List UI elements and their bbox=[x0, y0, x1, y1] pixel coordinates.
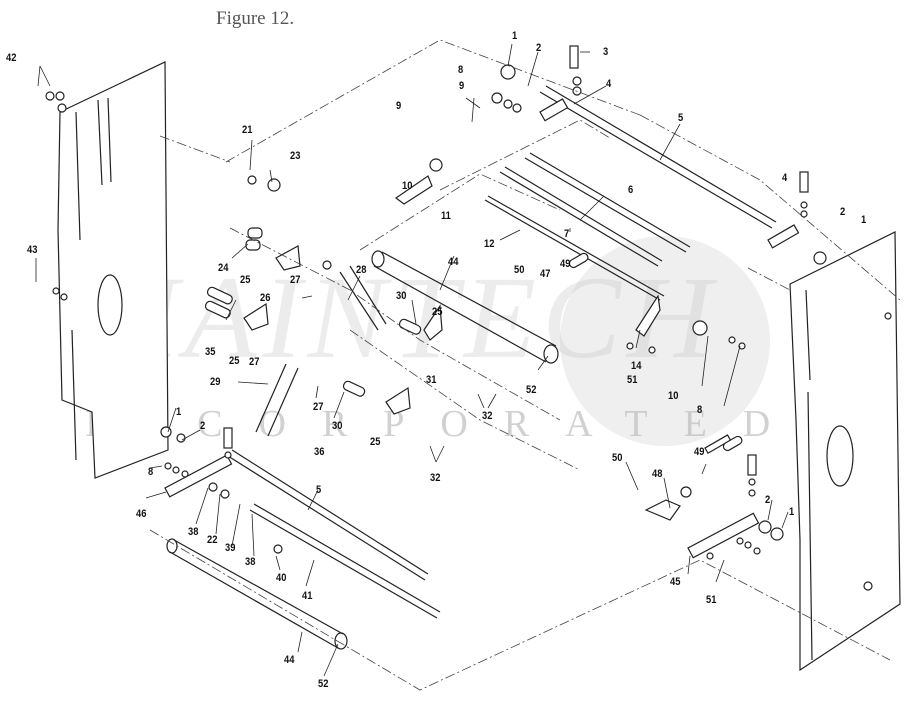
air-cylinders bbox=[255, 265, 387, 437]
callout-29: 29 bbox=[210, 376, 221, 388]
callout-40: 40 bbox=[276, 572, 287, 584]
callout-30a: 30 bbox=[396, 290, 407, 302]
callout-32a: 32 bbox=[482, 410, 493, 422]
callout-2d: 2 bbox=[765, 494, 771, 506]
callout-10b: 10 bbox=[668, 390, 679, 402]
callout-4: 4 bbox=[606, 78, 612, 90]
callout-25d: 25 bbox=[370, 436, 381, 448]
callout-46: 46 bbox=[136, 508, 147, 520]
callout-51b: 51 bbox=[706, 594, 717, 606]
callout-5b: 5 bbox=[316, 484, 322, 496]
callout-22: 22 bbox=[207, 534, 218, 546]
callout-44a: 44 bbox=[448, 256, 459, 268]
rods-6-7-12 bbox=[484, 152, 691, 301]
callout-10: 10 bbox=[402, 180, 413, 192]
roller-44-upper bbox=[371, 250, 559, 364]
callout-35: 35 bbox=[205, 346, 216, 358]
callout-21: 21 bbox=[242, 124, 253, 136]
callout-2: 2 bbox=[536, 42, 542, 54]
callout-50b: 50 bbox=[612, 452, 623, 464]
callout-52a: 52 bbox=[526, 384, 537, 396]
callout-31: 31 bbox=[426, 374, 437, 386]
callout-1c: 1 bbox=[176, 406, 182, 418]
callout-4b: 4 bbox=[782, 172, 788, 184]
callout-8b: 8 bbox=[697, 404, 703, 416]
callout-52b: 52 bbox=[318, 678, 329, 690]
mounting-brackets bbox=[243, 175, 661, 415]
callout-2c: 2 bbox=[200, 420, 206, 432]
upper-shaft-5 bbox=[539, 85, 800, 249]
callout-1: 1 bbox=[512, 30, 518, 42]
callout-28: 28 bbox=[356, 264, 367, 276]
callout-43: 43 bbox=[27, 244, 38, 256]
callout-25a: 25 bbox=[240, 274, 251, 286]
callout-36: 36 bbox=[314, 446, 325, 458]
callout-39: 39 bbox=[225, 542, 236, 554]
callout-26: 26 bbox=[260, 292, 271, 304]
callout-12: 12 bbox=[484, 238, 495, 250]
callout-14: 14 bbox=[631, 360, 642, 372]
callout-41: 41 bbox=[302, 590, 313, 602]
left-side-plate bbox=[57, 61, 169, 479]
right-side-plate bbox=[789, 231, 901, 672]
callout-1d: 1 bbox=[789, 506, 795, 518]
callout-30b: 30 bbox=[332, 420, 343, 432]
callout-11: 11 bbox=[441, 210, 451, 222]
callout-50a: 50 bbox=[514, 264, 525, 276]
callout-24: 24 bbox=[218, 262, 229, 274]
callout-38a: 38 bbox=[188, 526, 199, 538]
callout-25b: 25 bbox=[432, 306, 443, 318]
callout-6: 6 bbox=[628, 184, 634, 196]
callout-1b: 1 bbox=[861, 214, 867, 226]
figure-title: Figure 12. bbox=[216, 8, 295, 29]
callout-27c: 27 bbox=[313, 401, 324, 413]
callout-45: 45 bbox=[670, 576, 681, 588]
lower-shafts bbox=[164, 449, 441, 619]
callout-42: 42 bbox=[6, 52, 17, 64]
callout-51a: 51 bbox=[627, 374, 638, 386]
roller-44-lower bbox=[166, 538, 348, 650]
assembly-guide-lines bbox=[149, 39, 901, 691]
callout-7: 7 bbox=[564, 228, 570, 240]
callout-leaders bbox=[35, 43, 789, 677]
callout-27b: 27 bbox=[249, 356, 260, 368]
callout-44b: 44 bbox=[284, 654, 295, 666]
callout-3: 3 bbox=[603, 46, 609, 58]
callout-9b: 9 bbox=[396, 100, 402, 112]
link-45 bbox=[644, 434, 760, 559]
callout-32b: 32 bbox=[430, 472, 441, 484]
callout-2b: 2 bbox=[840, 206, 846, 218]
callout-8c: 8 bbox=[148, 466, 154, 478]
hardware-parts bbox=[45, 45, 827, 560]
callout-48: 48 bbox=[652, 468, 663, 480]
callout-9a: 9 bbox=[459, 80, 465, 92]
callout-25c: 25 bbox=[229, 355, 240, 367]
callout-49b: 49 bbox=[694, 446, 705, 458]
callout-8: 8 bbox=[458, 64, 464, 76]
callout-5: 5 bbox=[678, 112, 684, 124]
callout-38b: 38 bbox=[245, 556, 256, 568]
callout-27a: 27 bbox=[290, 274, 301, 286]
callout-47: 47 bbox=[540, 268, 551, 280]
callout-49a: 49 bbox=[560, 258, 571, 270]
callout-23: 23 bbox=[290, 150, 301, 162]
